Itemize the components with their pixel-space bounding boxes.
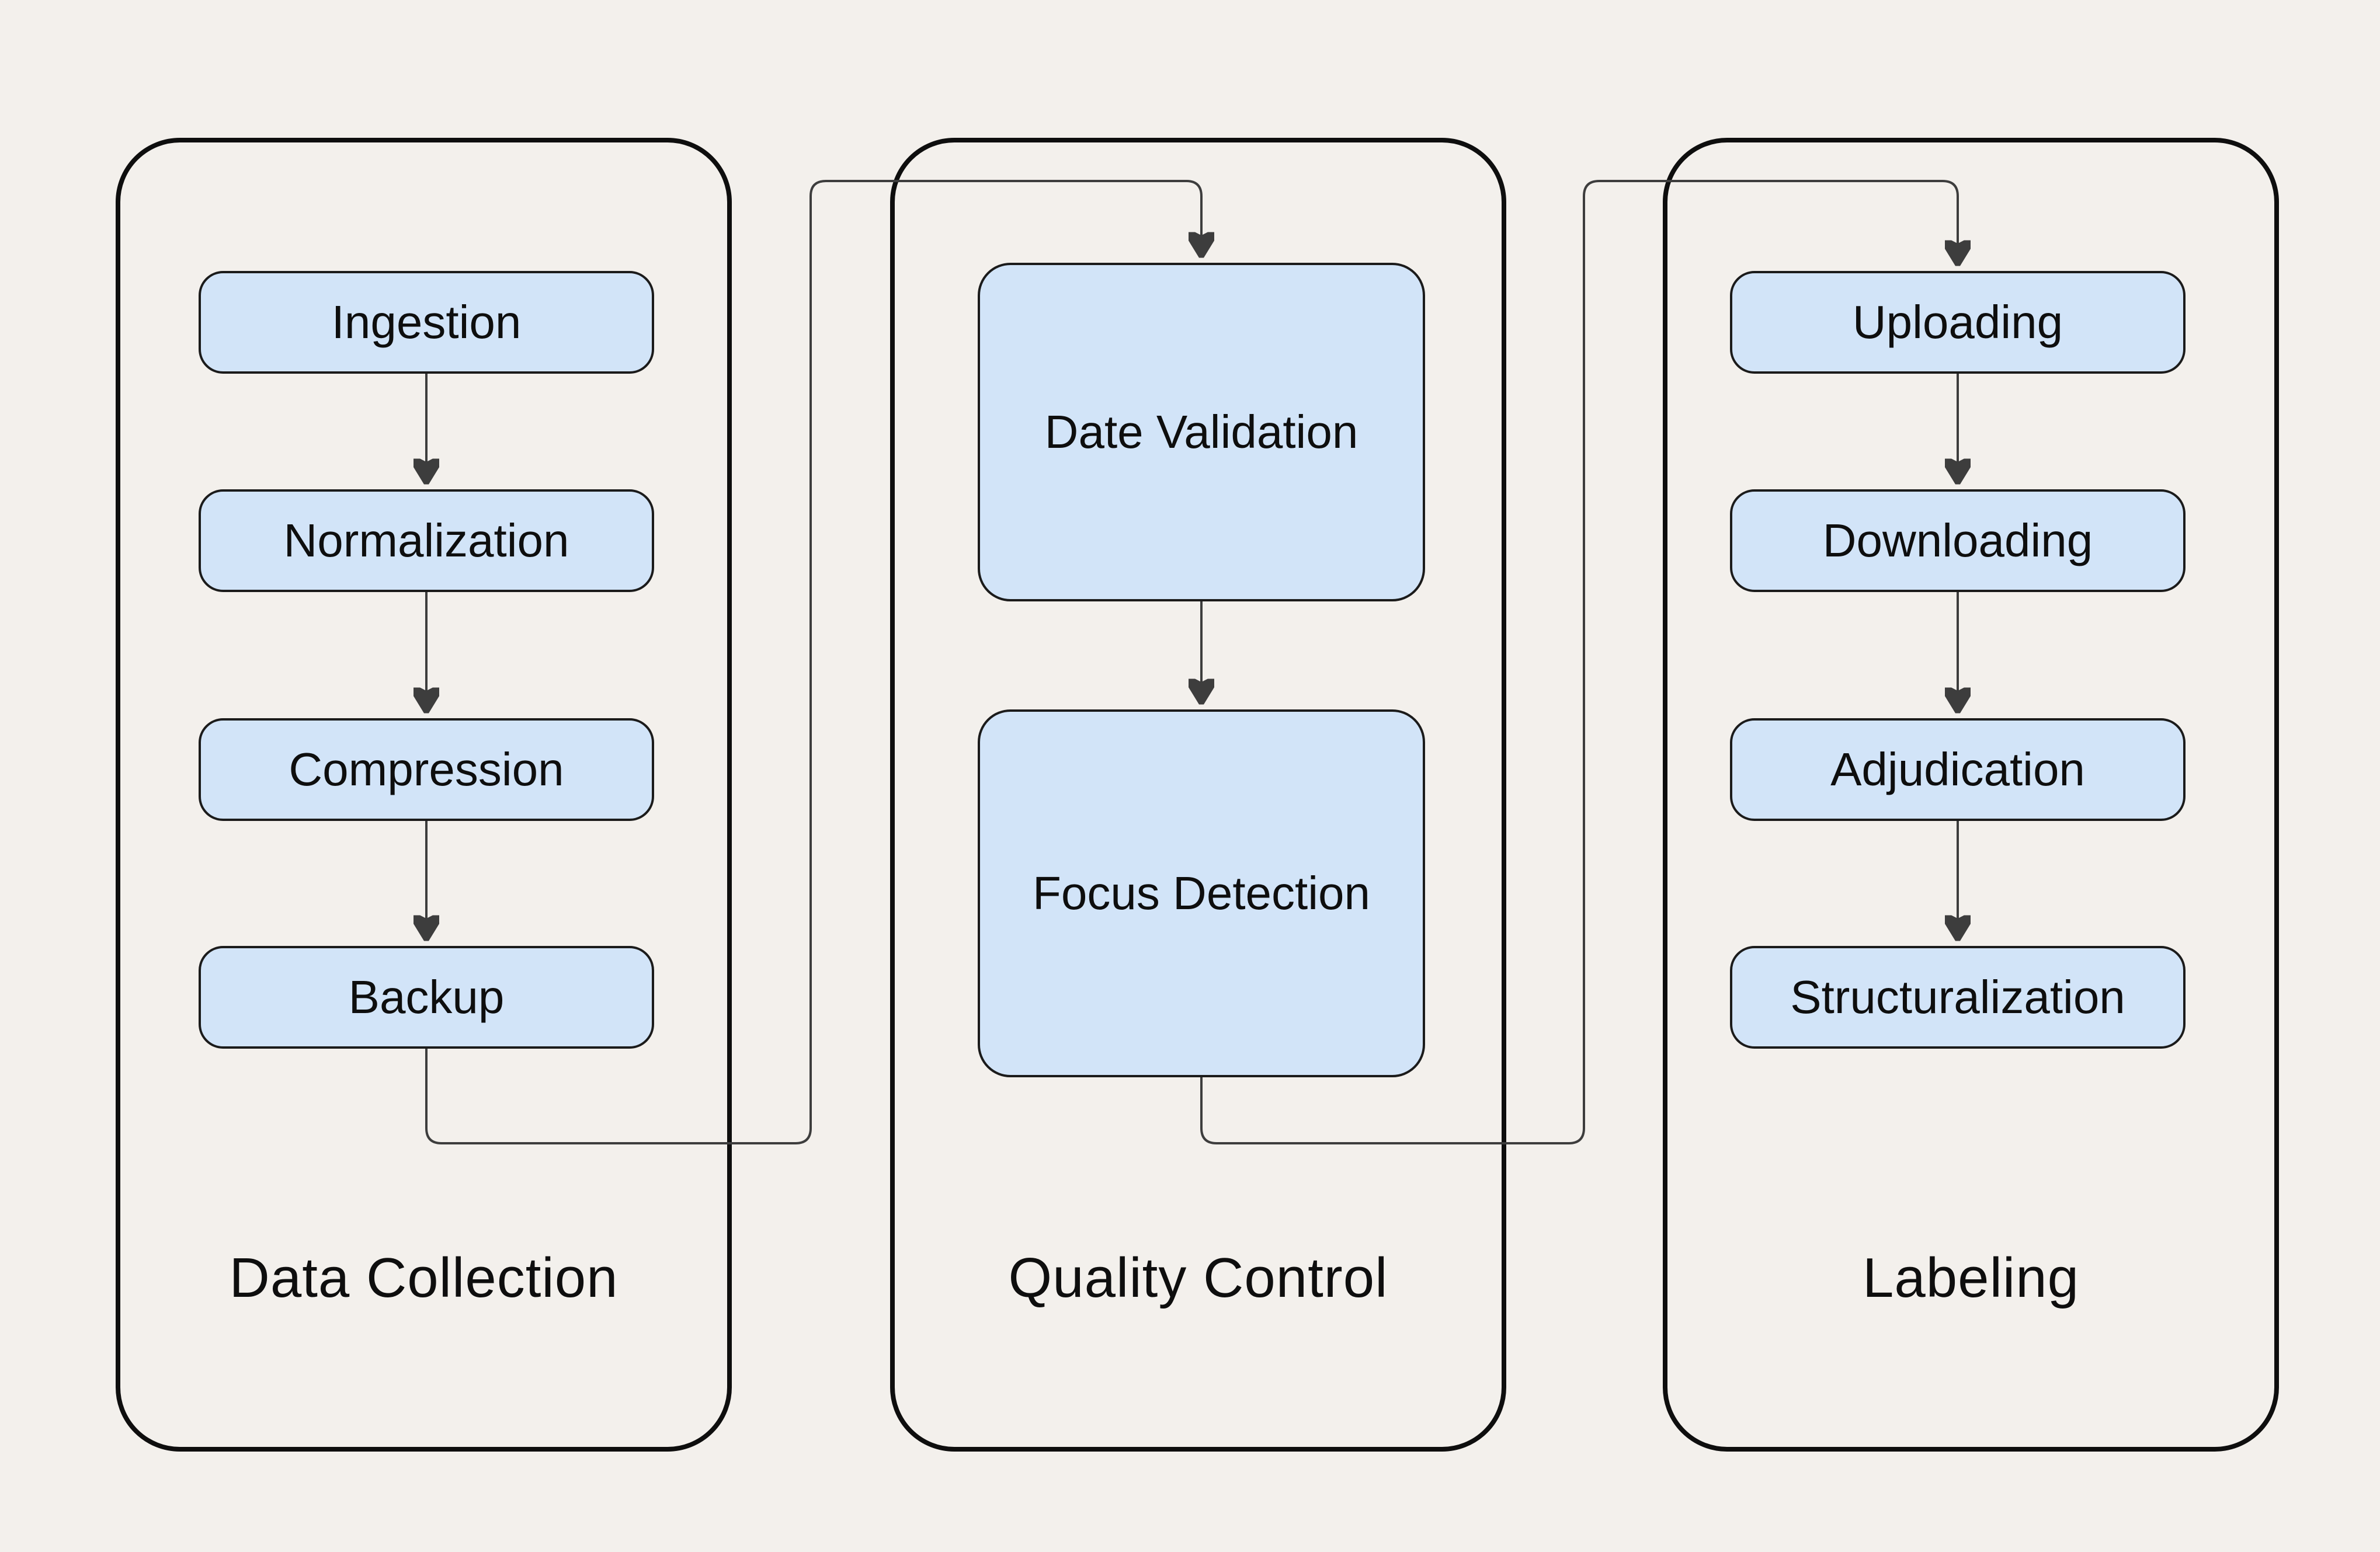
group-data-collection: Data Collection	[116, 138, 732, 1452]
group-label-data-collection: Data Collection	[229, 1247, 619, 1309]
node-adjudication: Adjudication	[1730, 718, 2186, 821]
node-date-validation: Date Validation	[978, 263, 1425, 601]
node-backup: Backup	[199, 946, 654, 1049]
node-focus-detection: Focus Detection	[978, 709, 1425, 1077]
node-downloading: Downloading	[1730, 489, 2186, 592]
node-ingestion: Ingestion	[199, 271, 654, 374]
group-quality-control: Quality Control	[890, 138, 1506, 1452]
node-structuralization: Structuralization	[1730, 946, 2186, 1049]
connector-backup-to-date-validation	[425, 180, 1201, 1144]
node-uploading: Uploading	[1730, 271, 2186, 374]
node-normalization: Normalization	[199, 489, 654, 592]
group-labeling: Labeling	[1663, 138, 2279, 1452]
group-label-quality-control: Quality Control	[1008, 1247, 1388, 1309]
group-label-labeling: Labeling	[1863, 1247, 2079, 1309]
node-compression: Compression	[199, 718, 654, 821]
connector-focus-detection-to-uploading	[1200, 180, 1958, 1144]
